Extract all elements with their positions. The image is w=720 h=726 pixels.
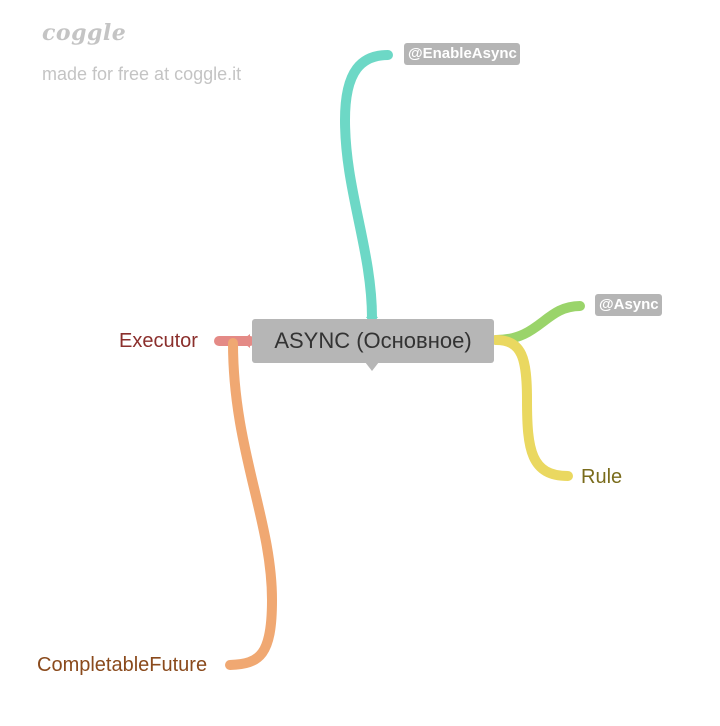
branch-async [491,301,585,345]
branch-enable-async [339,50,393,323]
root-node[interactable]: ASYNC (Основное) [252,319,494,363]
branch-enable-async-arrow [366,309,378,318]
node-completable-future[interactable]: CompletableFuture [37,654,208,676]
node-rule[interactable]: Rule [581,466,623,488]
branch-completable-future [225,338,278,670]
node-async[interactable]: @Async [595,294,662,316]
branch-rule [491,335,573,481]
root-bottom-notch [365,362,379,371]
made-with-coggle-tagline: made for free at coggle.it [42,64,242,84]
coggle-logo: coggle [42,20,127,46]
node-enable-async[interactable]: @EnableAsync [404,43,520,65]
branch-executor-arrow [241,334,250,348]
node-executor[interactable]: Executor [119,330,198,352]
root-node-label: ASYNC (Основное) [274,328,472,353]
